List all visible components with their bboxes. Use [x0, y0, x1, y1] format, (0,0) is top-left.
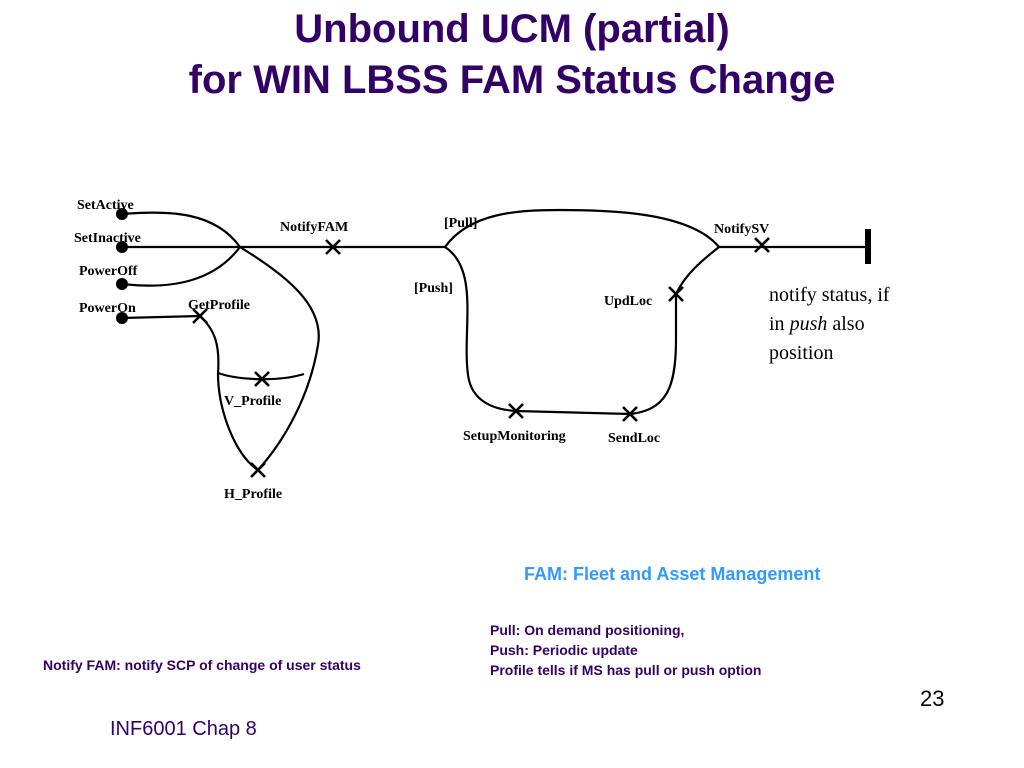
- notify-fam-note: Notify FAM: notify SCP of change of user…: [43, 657, 361, 673]
- slide-title-line1: Unbound UCM (partial): [294, 7, 730, 51]
- responsibility-notifyfam: [325, 239, 341, 255]
- push-note: Push: Periodic update: [490, 642, 638, 658]
- path-poweroff: [121, 246, 241, 287]
- label-poweroff: PowerOff: [79, 264, 138, 279]
- pull-note: Pull: On demand positioning,: [490, 622, 685, 638]
- slide-title-line2: for WIN LBSS FAM Status Change: [188, 58, 836, 102]
- responsibility-hprofile: [250, 462, 266, 478]
- path-hprofile: [216, 372, 259, 471]
- side-note-prefix: in: [769, 313, 790, 335]
- side-note-line2: in push also: [769, 313, 865, 335]
- responsibility-vprofile: [254, 371, 270, 387]
- side-note-line3: position: [769, 342, 833, 364]
- label-setinactive: SetInactive: [74, 231, 141, 246]
- profile-note: Profile tells if MS has pull or push opt…: [490, 662, 762, 678]
- path-poweron: [121, 314, 220, 374]
- path-profile-return: [239, 246, 320, 471]
- path-updloc-join: [675, 246, 720, 295]
- label-setactive: SetActive: [77, 198, 134, 213]
- label-hprofile: H_Profile: [224, 487, 282, 502]
- responsibility-getprofile: [192, 308, 208, 324]
- label-notifysv: NotifySV: [714, 222, 769, 237]
- label-vprofile: V_Profile: [224, 394, 281, 409]
- footer-course: INF6001 Chap 8: [110, 718, 257, 740]
- label-updloc: UpdLoc: [604, 294, 652, 309]
- responsibility-setupmonitoring: [508, 403, 524, 419]
- label-condition-push: [Push]: [414, 281, 453, 296]
- path-push: [444, 246, 678, 416]
- label-poweron: PowerOn: [79, 301, 136, 316]
- responsibility-updloc: [668, 286, 684, 302]
- fam-definition: FAM: Fleet and Asset Management: [524, 564, 821, 584]
- page-number: 23: [920, 686, 945, 711]
- label-sendloc: SendLoc: [608, 431, 660, 446]
- side-note-push: push: [788, 313, 828, 335]
- label-getprofile: GetProfile: [188, 298, 250, 313]
- side-note-line1: notify status, if: [769, 284, 890, 306]
- path-pull: [444, 208, 720, 248]
- side-note-suffix: also: [827, 313, 864, 335]
- label-condition-pull: [Pull]: [444, 216, 477, 231]
- path-setactive: [121, 211, 241, 248]
- responsibility-sendloc: [622, 406, 638, 422]
- label-notifyfam: NotifyFAM: [280, 220, 348, 235]
- pull-push-notes: Pull: On demand positioning, Push: Perio…: [490, 620, 761, 680]
- label-setupmonitoring: SetupMonitoring: [463, 429, 566, 444]
- path-vprofile-join: [217, 371, 305, 381]
- responsibility-notifysv: [754, 237, 770, 253]
